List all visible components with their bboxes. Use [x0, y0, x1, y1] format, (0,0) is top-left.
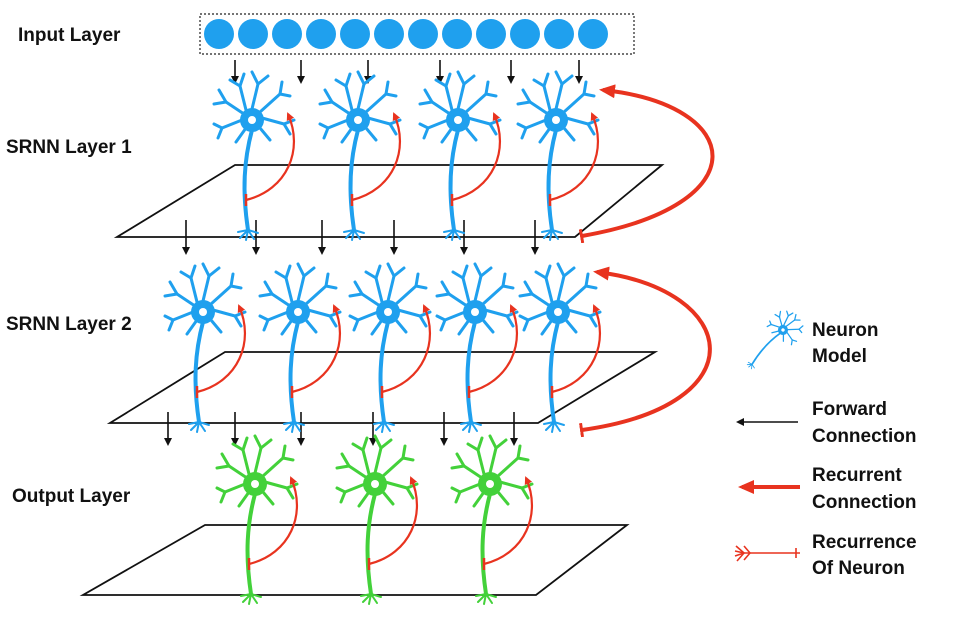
srnn-layer-1-plane — [113, 164, 665, 238]
legend-self-label-1: Recurrence — [812, 532, 917, 553]
input-node — [442, 19, 472, 49]
neuron-icon — [212, 70, 296, 241]
neuron-icon — [435, 262, 519, 433]
input-node — [340, 19, 370, 49]
input-node — [306, 19, 336, 49]
neurons — [163, 70, 602, 605]
legend-self-label-2: Of Neuron — [812, 558, 905, 579]
legend-forward-label-1: Forward — [812, 399, 887, 420]
legend-neuron-icon — [746, 310, 804, 370]
legend-neuron-label-1: Neuron — [812, 320, 879, 341]
srnn-layer-2-label: SRNN Layer 2 — [6, 314, 132, 335]
neuron-icon — [318, 70, 402, 241]
neuron-icon — [516, 70, 600, 241]
neuron-icon — [348, 262, 432, 433]
neuron-icon — [418, 70, 502, 241]
legend: Neuron Model Forward Connection Recurren… — [734, 310, 917, 579]
input-node — [272, 19, 302, 49]
forward-arrows-srnn2-to-output — [164, 412, 518, 446]
recurrent-connection-srnn1 — [578, 84, 715, 244]
recurrent-connection-srnn2 — [579, 266, 712, 438]
forward-arrows-srnn1-to-srnn2 — [182, 220, 539, 255]
neuron-icon — [215, 434, 299, 605]
output-layer-plane — [79, 524, 630, 596]
srnn-layer-1-label: SRNN Layer 1 — [6, 137, 132, 158]
neuron-icon — [450, 434, 534, 605]
input-node — [204, 19, 234, 49]
legend-neuron-label-2: Model — [812, 346, 867, 367]
input-node — [510, 19, 540, 49]
neuron-icon — [258, 262, 342, 433]
srnn-layer-2-plane — [106, 351, 659, 424]
legend-recurrent-label-2: Connection — [812, 492, 917, 513]
legend-self-recurrence-icon — [734, 545, 800, 562]
input-node — [238, 19, 268, 49]
neuron-icon — [518, 262, 602, 433]
legend-recurrent-label-1: Recurrent — [812, 465, 902, 486]
neuron-icon — [746, 310, 804, 370]
input-layer-box — [199, 13, 635, 55]
neuron-icon — [335, 434, 419, 605]
forward-arrows-input-to-srnn1 — [231, 60, 583, 84]
neuron-icon — [163, 262, 247, 433]
input-node — [578, 19, 608, 49]
legend-forward-label-2: Connection — [812, 426, 917, 447]
input-node — [408, 19, 438, 49]
input-nodes — [204, 19, 608, 49]
input-node — [374, 19, 404, 49]
input-layer-label: Input Layer — [18, 25, 121, 46]
input-node — [544, 19, 574, 49]
output-layer-label: Output Layer — [12, 486, 131, 507]
input-node — [476, 19, 506, 49]
